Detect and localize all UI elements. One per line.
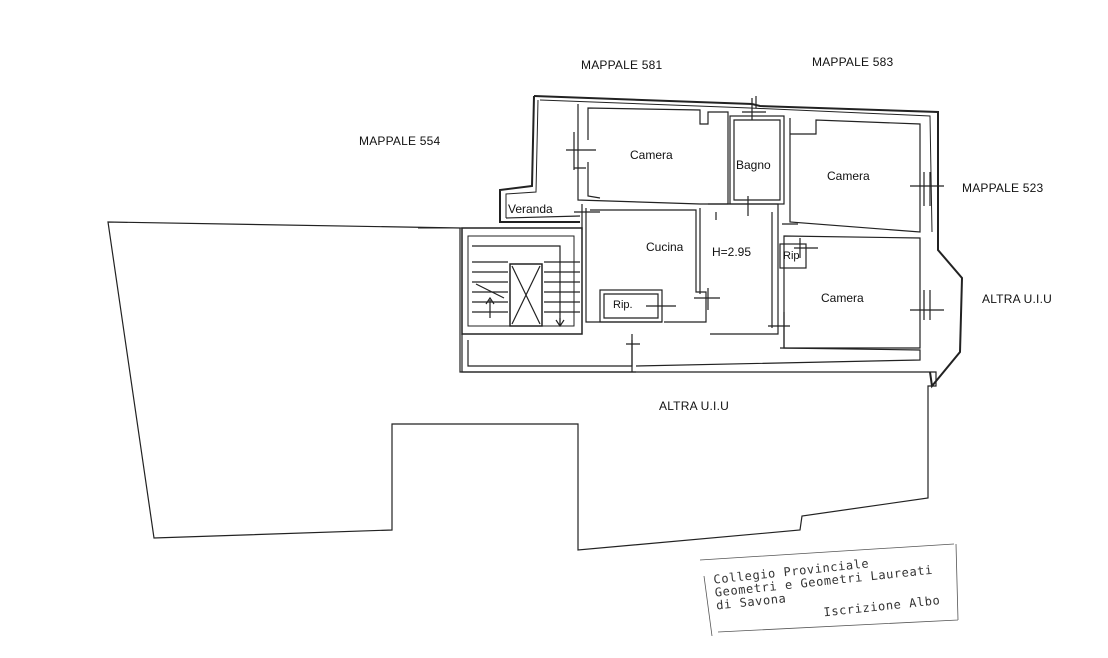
stair-block (461, 227, 583, 335)
parcel-583: MAPPALE 583 (812, 55, 894, 69)
stamp-line-4: Iscrizione Albo (822, 593, 941, 620)
room-height: H=2.95 (712, 245, 752, 259)
parcel-581: MAPPALE 581 (581, 58, 663, 72)
lot-outline (107, 221, 937, 551)
room-cucina: Cucina (646, 240, 684, 254)
elevator-shaft (509, 263, 543, 327)
hall-wall (708, 196, 779, 335)
parcel-554: MAPPALE 554 (359, 134, 441, 148)
west-wall (499, 95, 580, 223)
parcel-altra-south: ALTRA U.I.U (659, 399, 729, 413)
camera-1-wall (577, 104, 729, 205)
parcel-523: MAPPALE 523 (962, 181, 1044, 195)
room-rip-1: Rip (783, 250, 800, 262)
rip-wall-1 (779, 243, 807, 269)
parcel-altra-east: ALTRA U.I.U (982, 292, 1052, 306)
room-rip-2: Rip. (613, 299, 633, 311)
room-camera-3: Camera (821, 291, 864, 305)
camera-2-wall (789, 118, 921, 233)
room-camera-2: Camera (827, 169, 870, 183)
room-camera-1: Camera (630, 148, 673, 162)
room-veranda: Veranda (508, 202, 553, 216)
apartment-outer-wall (533, 95, 964, 389)
corridor-wall (461, 334, 921, 373)
camera-3-wall (783, 235, 921, 349)
room-bagno: Bagno (736, 158, 771, 172)
